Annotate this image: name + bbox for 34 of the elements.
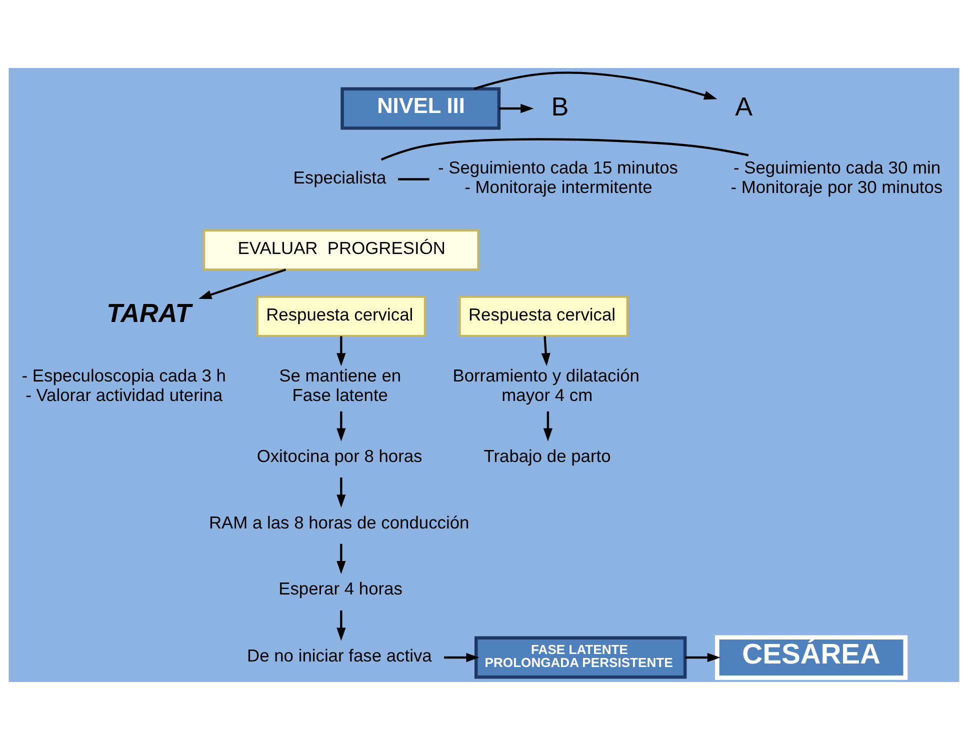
arrow <box>336 336 346 366</box>
arrow <box>336 410 346 441</box>
arrow <box>198 268 286 299</box>
arrow <box>336 543 346 574</box>
node-box: EVALUAR PROGRESIÓN <box>202 228 480 270</box>
node-box: Respuesta cervical <box>256 295 426 337</box>
node-text: A <box>735 90 753 121</box>
connector <box>380 138 749 160</box>
arrow <box>444 652 480 662</box>
arrow <box>336 610 346 640</box>
node-text: - Seguimiento cada 30 min - Monitoraje por 30 minutos <box>730 157 943 197</box>
node-text: Se mantiene en Fase latente <box>279 364 402 405</box>
node-text: Borramiento y dilatación mayor 4 cm <box>452 364 640 405</box>
arrow <box>541 336 550 366</box>
node-text: Oxitocina por 8 horas <box>256 445 422 466</box>
node-box: CESÁREA <box>714 634 908 680</box>
node-label: - Especuloscopia cada 3 h - Valorar actividad uterina <box>22 364 226 405</box>
node-box: FASE LATENTE PROLONGADA PERSISTENTE <box>474 636 687 678</box>
arrow <box>543 410 553 441</box>
node-text: Trabajo de parto <box>484 445 611 466</box>
arrow <box>685 652 720 662</box>
arrow <box>498 103 534 113</box>
node-box: Respuesta cervical <box>458 295 628 337</box>
node-text: TARAT <box>106 298 192 328</box>
node-text: Especialista <box>293 166 386 187</box>
node-text: Esperar 4 horas <box>278 578 402 598</box>
arrow <box>474 71 718 100</box>
connector <box>398 178 430 180</box>
arrow <box>336 477 346 508</box>
node-box: NIVEL III <box>340 86 501 130</box>
node-text: RAM a las 8 horas de conducción <box>208 512 470 532</box>
node-text: - Seguimiento cada 15 minutos - Monitoraje intermitente <box>438 157 678 197</box>
node-text: B <box>551 90 569 121</box>
node-text: De no iniciar fase activa <box>247 645 432 666</box>
